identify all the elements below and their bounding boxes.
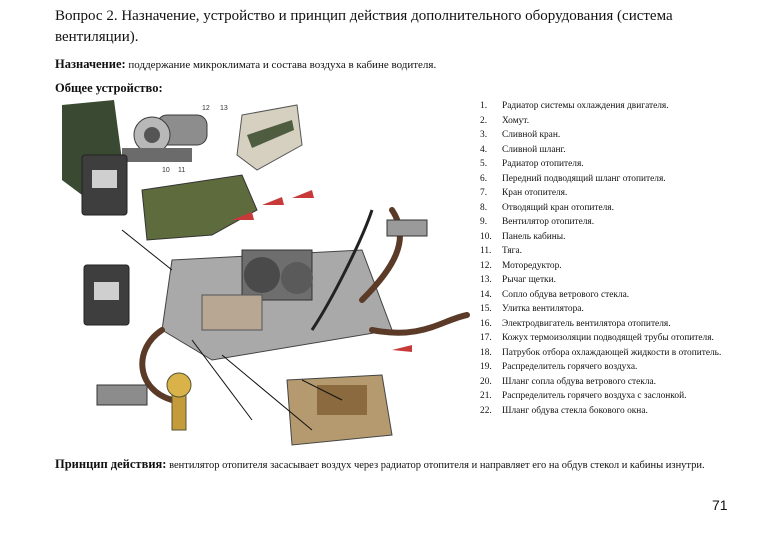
list-item: 22.Шланг обдува стекла бокового окна. — [480, 405, 648, 416]
heater-housing — [161, 249, 393, 361]
page-number: 71 — [712, 497, 728, 513]
callout-lines — [121, 229, 343, 431]
list-item: 12.Моторедуктор. — [480, 260, 562, 271]
heater-tap — [386, 219, 428, 237]
general-structure-label: Общее устройство: — [55, 81, 163, 95]
callout-10: 10 — [162, 167, 170, 174]
list-item: 21.Распределитель горячего воздуха с зас… — [480, 391, 687, 401]
heater-cable — [310, 209, 374, 331]
purpose-text: поддержание микроклимата и состава возду… — [125, 59, 437, 71]
ventilation-system-illustration: 12 13 10 11 — [62, 100, 470, 446]
list-item: 18.Патрубок отбора охлаждающей жидкости … — [480, 347, 722, 358]
hot-air-distributor — [286, 374, 393, 446]
list-item: 10.Панель кабины. — [480, 231, 566, 242]
list-item: 5.Радиатор отопителя. — [480, 159, 584, 169]
switch-lower — [94, 282, 119, 300]
list-item: 19.Распределитель горячего воздуха. — [480, 362, 638, 372]
callout-12: 12 — [202, 105, 210, 112]
air-deflector — [141, 174, 258, 241]
list-item: 11.Тяга. — [480, 246, 523, 256]
list-item: 1.Радиатор системы охлаждения двигателя. — [480, 101, 669, 111]
principle-label: Принцип действия: — [55, 457, 167, 471]
list-item: 13.Рычаг щетки. — [480, 275, 556, 285]
principle-paragraph: Принцип действия: вентилятор отопителя з… — [55, 457, 725, 473]
list-item: 16.Электродвигатель вентилятора отопител… — [480, 318, 671, 329]
list-item: 2.Хомут. — [480, 115, 530, 126]
slide-title: Вопрос 2. Назначение, устройство и принц… — [55, 8, 673, 45]
callout-11: 11 — [178, 167, 185, 174]
wiper-motor — [122, 114, 208, 162]
switch-upper — [92, 170, 117, 188]
list-item: 7.Кран отопителя. — [480, 188, 568, 198]
list-item: 15.Улитка вентилятора. — [480, 304, 584, 314]
list-item: 4.Сливной шланг. — [480, 144, 566, 155]
list-item: 14.Сопло обдува ветрового стекла. — [480, 289, 630, 300]
list-item: 8.Отводящий кран отопителя. — [480, 202, 614, 213]
purpose-label: Назначение: — [55, 57, 126, 71]
coolant-fitting — [96, 372, 192, 431]
list-item: 3.Сливной кран. — [480, 130, 561, 140]
list-item: 6.Передний подводящий шланг отопителя. — [480, 173, 666, 184]
purpose-line: Назначение: поддержание микроклимата и с… — [55, 57, 755, 72]
wiper-blade — [247, 120, 294, 148]
list-item: 17.Кожух термоизоляции подводящей трубы … — [480, 333, 714, 343]
parts-list: 1.Радиатор системы охлаждения двигателя.… — [480, 99, 780, 418]
principle-text: вентилятор отопителя засасывает воздух ч… — [166, 460, 705, 471]
list-item: 9.Вентилятор отопителя. — [480, 217, 595, 227]
list-item: 20.Шланг сопла обдува ветрового стекла. — [480, 376, 657, 387]
callout-13: 13 — [220, 105, 228, 112]
